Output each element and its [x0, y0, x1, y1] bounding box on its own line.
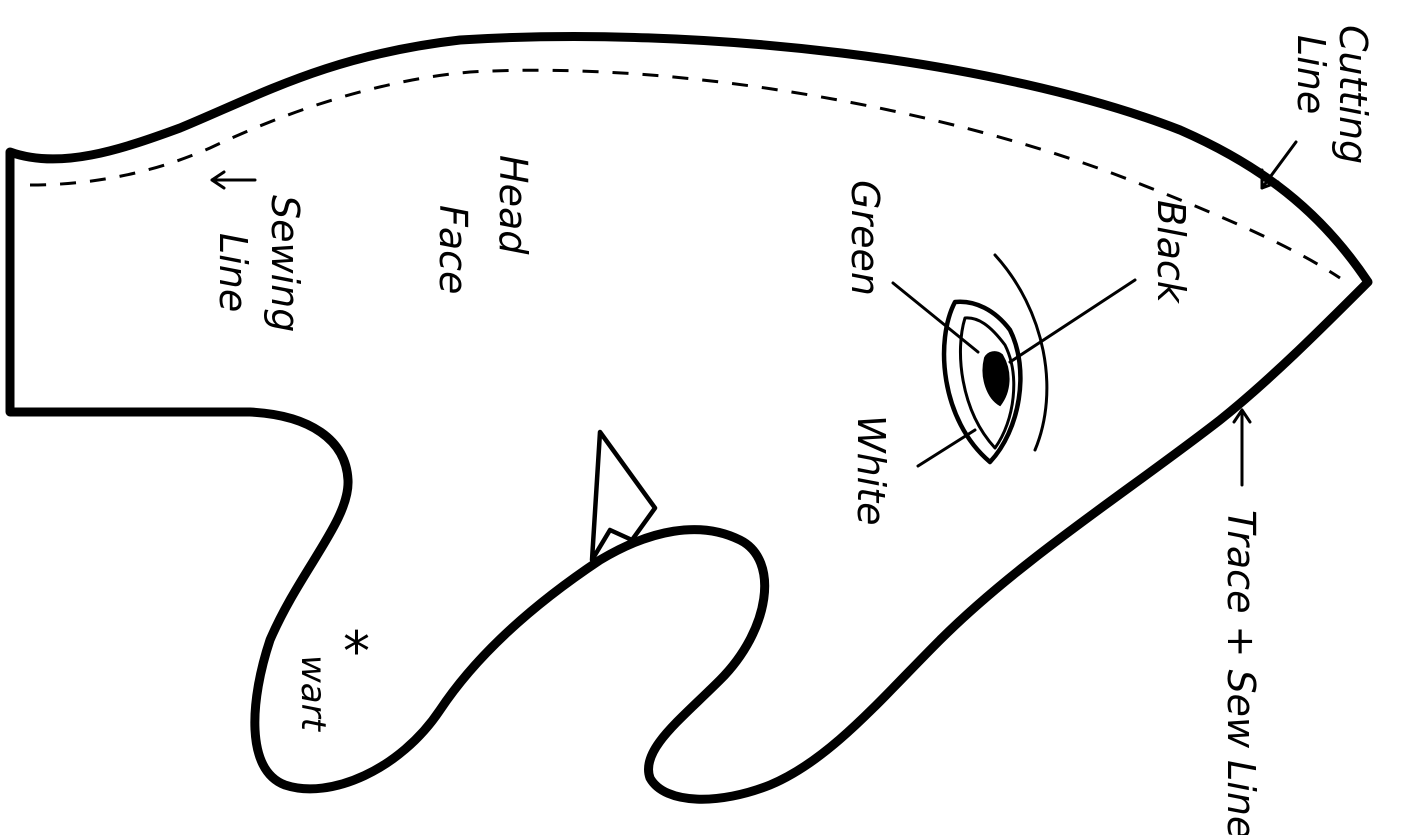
eye-pupil [983, 352, 1008, 405]
head-label-word: Head [491, 155, 535, 255]
cutting-outline [10, 37, 1368, 800]
line-label-word: Line [1289, 35, 1333, 114]
eye-brow-arc [995, 255, 1047, 450]
wart-label: wart [293, 655, 333, 733]
black-pointer-line [1010, 280, 1135, 362]
cutting-line-arrow [1262, 142, 1296, 188]
sewing-line-word: Line [211, 233, 255, 312]
trace-sew-line-arrow [1234, 410, 1250, 485]
sewing-line-label: Sewing Line [211, 195, 307, 332]
face-label-word: Face [431, 205, 475, 294]
cutting-line-label: Cutting Line [1289, 25, 1375, 164]
sewing-line-arrow [212, 172, 255, 188]
cutting-label-word: Cutting [1331, 25, 1375, 164]
green-label: Green [843, 180, 887, 296]
wart-marker: * [343, 620, 370, 683]
sewing-label-word: Sewing [263, 195, 307, 332]
trace-sew-line-label: Trace + Sew Line [1219, 510, 1263, 835]
head-face-label: Head Face [431, 155, 535, 294]
white-label: White [849, 415, 893, 526]
black-label: Black [1149, 200, 1193, 305]
white-pointer-line [918, 430, 975, 466]
